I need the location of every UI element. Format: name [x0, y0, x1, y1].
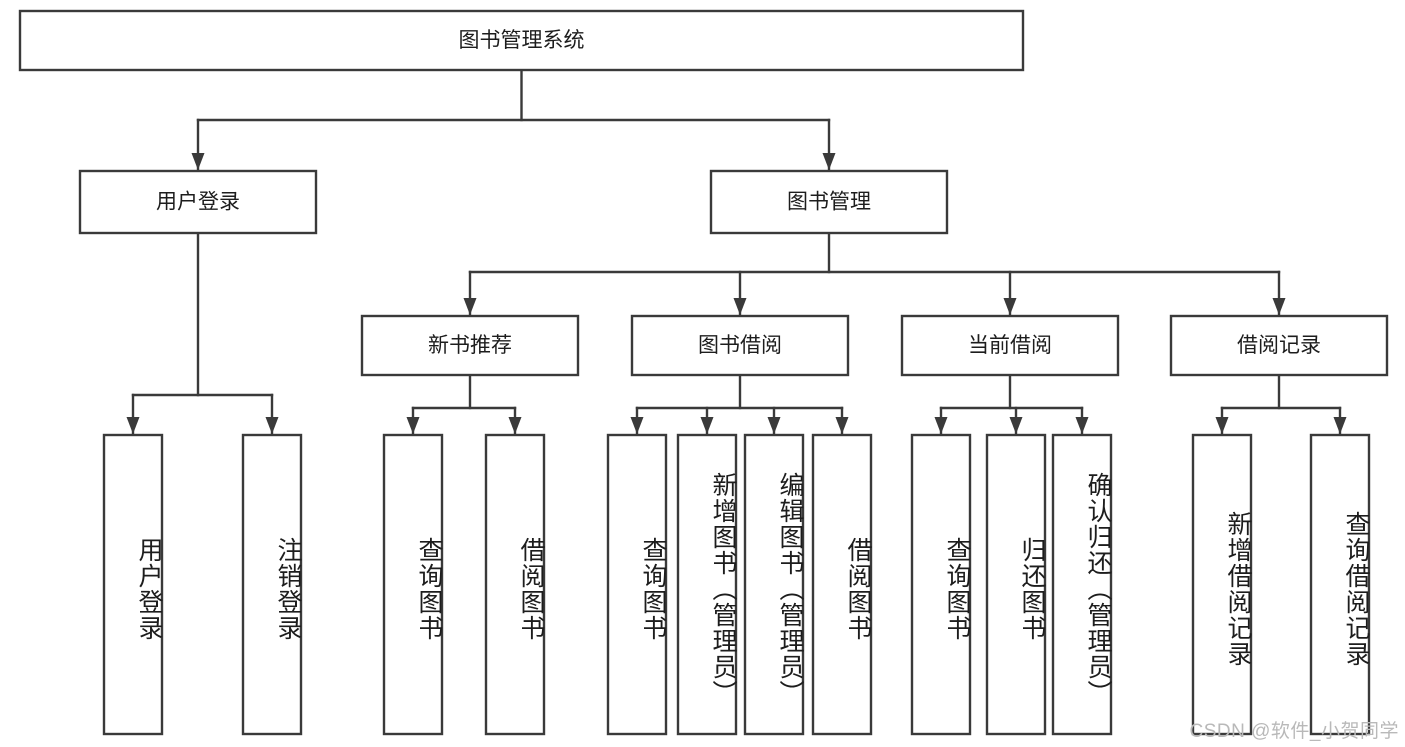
arrow-head-icon	[1009, 417, 1023, 434]
node-box-leaf-user-logout[interactable]	[241, 433, 303, 736]
node-label-current-borrow: 当前借阅	[968, 334, 1052, 357]
node-box-new-book-rec[interactable]	[360, 314, 580, 377]
node-box-leaf-borrow-book-2[interactable]	[811, 433, 873, 736]
node-book-admin[interactable]: 图书管理	[709, 169, 949, 235]
node-box-current-borrow[interactable]	[900, 314, 1120, 377]
node-borrow-record[interactable]: 借阅记录	[1169, 314, 1389, 377]
node-label-borrow-record: 借阅记录	[1237, 334, 1321, 357]
arrow-head-icon	[191, 153, 205, 170]
node-box-leaf-return-book[interactable]	[985, 433, 1047, 736]
node-leaf-user-login[interactable]	[102, 433, 164, 736]
arrow-head-icon	[822, 153, 836, 170]
arrow-head-icon	[1075, 417, 1089, 434]
node-book-borrow[interactable]: 图书借阅	[630, 314, 850, 377]
node-box-leaf-borrow-book-1[interactable]	[484, 433, 546, 736]
node-leaf-user-logout[interactable]	[241, 433, 303, 736]
node-leaf-add-book[interactable]	[676, 433, 738, 736]
node-user-login[interactable]: 用户登录	[78, 169, 318, 235]
node-box-leaf-add-book[interactable]	[676, 433, 738, 736]
node-box-leaf-confirm-return[interactable]	[1051, 433, 1113, 736]
node-leaf-query-book-2[interactable]	[606, 433, 668, 736]
node-leaf-query-book-1[interactable]	[382, 433, 444, 736]
node-root[interactable]: 图书管理系统	[18, 9, 1025, 72]
node-box-user-login[interactable]	[78, 169, 318, 235]
arrow-head-icon	[406, 417, 420, 434]
arrow-head-icon	[1333, 417, 1347, 434]
arrow-head-icon	[630, 417, 644, 434]
node-box-leaf-add-record[interactable]	[1191, 433, 1253, 736]
arrow-head-icon	[463, 298, 477, 315]
node-leaf-confirm-return[interactable]	[1051, 433, 1113, 736]
node-new-book-rec[interactable]: 新书推荐	[360, 314, 580, 377]
watermark-text: CSDN @软件_小贺同学	[1189, 721, 1399, 742]
node-leaf-return-book[interactable]	[985, 433, 1047, 736]
node-leaf-query-record[interactable]	[1309, 433, 1371, 736]
node-leaf-add-record[interactable]	[1191, 433, 1253, 736]
node-label-book-admin: 图书管理	[787, 191, 871, 214]
arrow-head-icon	[934, 417, 948, 434]
node-box-leaf-edit-book[interactable]	[743, 433, 805, 736]
node-current-borrow[interactable]: 当前借阅	[900, 314, 1120, 377]
node-box-book-admin[interactable]	[709, 169, 949, 235]
node-box-root[interactable]	[18, 9, 1025, 72]
node-box-leaf-query-record[interactable]	[1309, 433, 1371, 736]
arrow-head-icon	[767, 417, 781, 434]
node-box-leaf-query-book-2[interactable]	[606, 433, 668, 736]
node-label-root: 图书管理系统	[459, 29, 585, 52]
connector-lines	[126, 68, 1347, 436]
node-box-borrow-record[interactable]	[1169, 314, 1389, 377]
node-label-new-book-rec: 新书推荐	[428, 334, 512, 357]
arrow-head-icon	[265, 417, 279, 434]
arrow-head-icon	[1215, 417, 1229, 434]
node-label-book-borrow: 图书借阅	[698, 334, 782, 357]
arrow-head-icon	[700, 417, 714, 434]
node-box-leaf-query-book-1[interactable]	[382, 433, 444, 736]
node-box-book-borrow[interactable]	[630, 314, 850, 377]
node-label-user-login: 用户登录	[156, 191, 240, 214]
arrow-head-icon	[126, 417, 140, 434]
arrow-head-icon	[835, 417, 849, 434]
node-box-leaf-user-login[interactable]	[102, 433, 164, 736]
node-leaf-borrow-book-2[interactable]	[811, 433, 873, 736]
arrow-head-icon	[733, 298, 747, 315]
node-box-leaf-query-book-3[interactable]	[910, 433, 972, 736]
node-leaf-edit-book[interactable]	[743, 433, 805, 736]
arrow-head-icon	[1272, 298, 1286, 315]
arrow-head-icon	[1003, 298, 1017, 315]
arrow-head-icon	[508, 417, 522, 434]
node-leaf-borrow-book-1[interactable]	[484, 433, 546, 736]
node-leaf-query-book-3[interactable]	[910, 433, 972, 736]
